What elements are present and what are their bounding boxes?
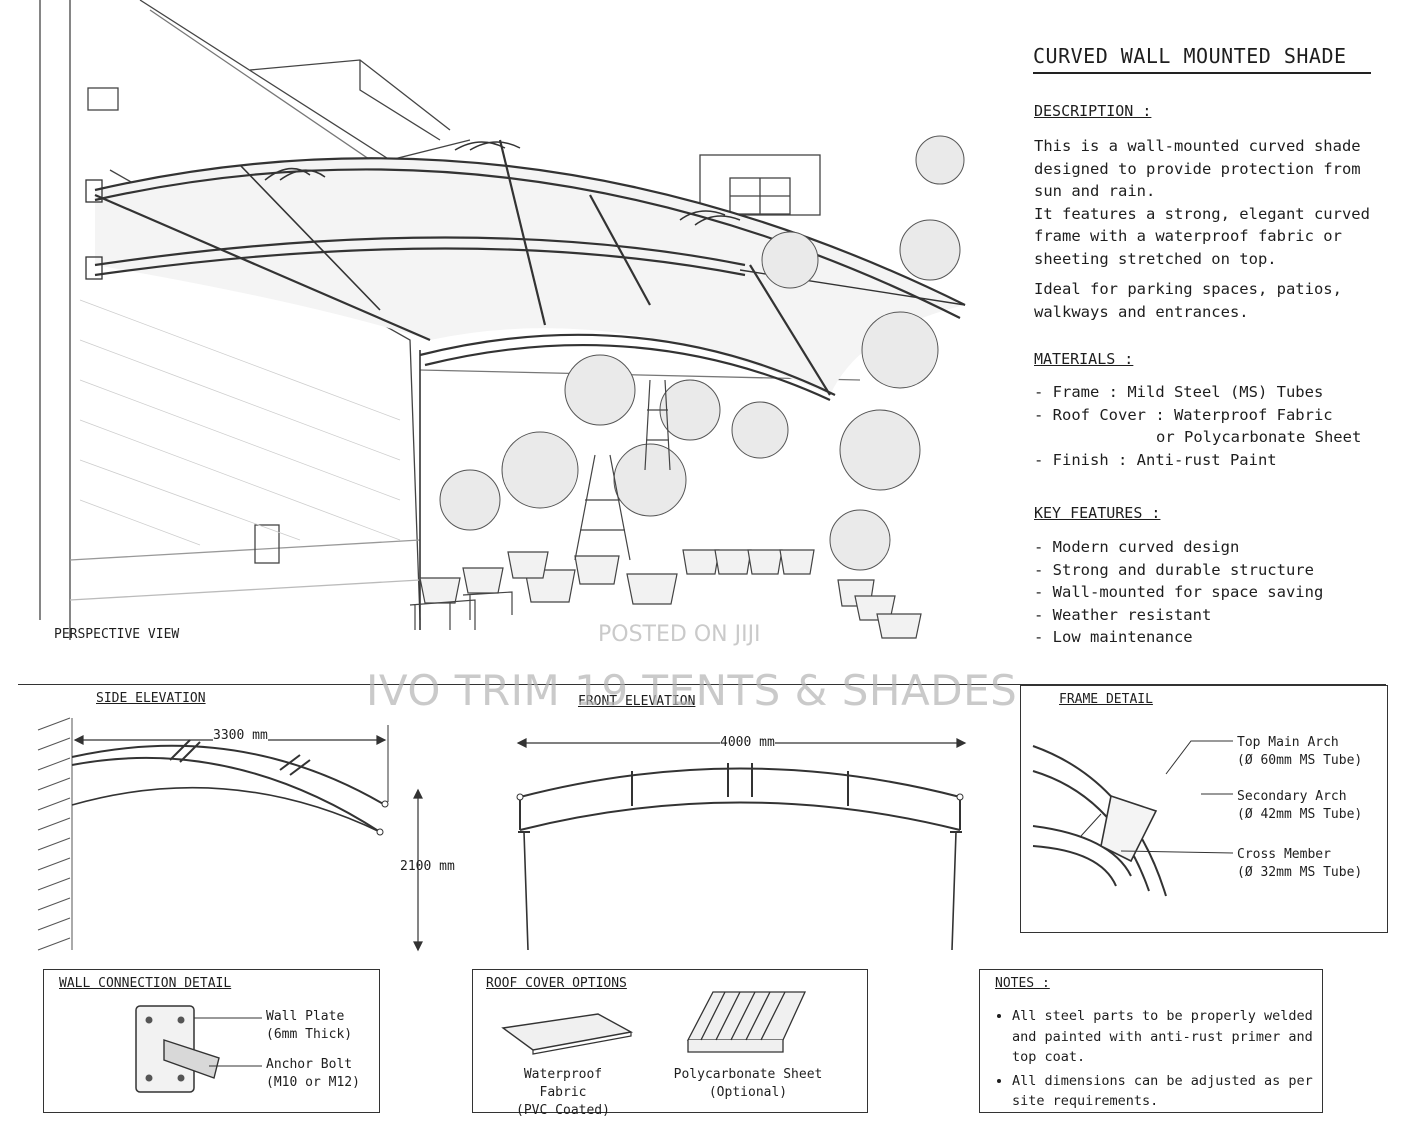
notes-list: All steel parts to be properly welded an…: [994, 1006, 1322, 1115]
frame-detail-title: FRAME DETAIL: [1059, 692, 1153, 707]
features-item: - Wall-mounted for space saving: [1034, 583, 1324, 601]
features-item: - Modern curved design: [1034, 538, 1240, 556]
anchor-bolt-name: Anchor Bolt: [266, 1057, 353, 1072]
frame-detail-box: FRAME DETAIL Top Main Arch (Ø 60mm MS Tu…: [1020, 685, 1388, 933]
side-elevation-title: SIDE ELEVATION: [96, 691, 206, 706]
features-item: - Low maintenance: [1034, 628, 1193, 646]
features-heading: KEY FEATURES :: [1034, 504, 1161, 522]
wall-connection-box: WALL CONNECTION DETAIL Wall Plate (6mm T…: [43, 969, 380, 1113]
side-height-dim: 2100 mm: [400, 859, 455, 874]
description-heading: DESCRIPTION :: [1034, 102, 1152, 120]
perspective-sketch: [39, 0, 966, 640]
notes-box: NOTES : All steel parts to be properly w…: [979, 969, 1323, 1113]
roof-cover-title: ROOF COVER OPTIONS: [486, 976, 627, 991]
roof-option-fabric-name: Waterproof Fabric: [523, 1067, 603, 1100]
frame-label-spec: (Ø 60mm MS Tube): [1237, 753, 1363, 768]
roof-cover-box: ROOF COVER OPTIONS Waterproof Fabric (PV…: [472, 969, 868, 1118]
side-elevation-drawing: [37, 717, 423, 952]
front-elevation-drawing: [516, 738, 967, 951]
wall-plate-name: Wall Plate: [266, 1009, 345, 1024]
description-line: Ideal for parking spaces, patios,: [1034, 280, 1342, 298]
section-divider: [18, 684, 1386, 685]
frame-label-spec: (Ø 32mm MS Tube): [1237, 865, 1363, 880]
frame-label-cross-member: Cross Member (Ø 32mm MS Tube): [1237, 846, 1362, 882]
watermark-posted: POSTED ON JIJI: [598, 622, 761, 647]
description-line: This is a wall-mounted curved shade: [1034, 137, 1361, 155]
frame-detail-drawing: [1032, 740, 1234, 897]
features-item: - Weather resistant: [1034, 605, 1212, 624]
roof-option-fabric-note: (PVC Coated): [516, 1103, 610, 1118]
materials-item: - Frame : Mild Steel (MS) Tubes: [1034, 383, 1324, 401]
wall-connection-title: WALL CONNECTION DETAIL: [59, 976, 232, 991]
materials-list: - Frame : Mild Steel (MS) Tubes - Roof C…: [1034, 381, 1394, 471]
notes-title: NOTES :: [995, 976, 1050, 991]
anchor-bolt-spec: (M10 or M12): [266, 1075, 360, 1090]
wall-plate-drawing: [135, 1005, 262, 1093]
description-line: sheeting stretched on top.: [1034, 249, 1277, 268]
wall-plate-label: Wall Plate (6mm Thick): [266, 1008, 352, 1044]
roof-option-polycarbonate: Polycarbonate Sheet (Optional): [673, 1066, 823, 1102]
side-width-dim: 3300 mm: [213, 728, 268, 743]
description-line: sun and rain.: [1034, 182, 1156, 200]
frame-label-spec: (Ø 42mm MS Tube): [1237, 807, 1363, 822]
description-line: It features a strong, elegant curved: [1034, 204, 1370, 223]
description-line: frame with a waterproof fabric or: [1034, 227, 1342, 245]
front-width-dim: 4000 mm: [720, 735, 775, 750]
wall-plate-spec: (6mm Thick): [266, 1027, 353, 1042]
frame-label-secondary-arch: Secondary Arch (Ø 42mm MS Tube): [1237, 788, 1362, 824]
description-text: This is a wall-mounted curved shade desi…: [1034, 135, 1394, 323]
roof-option-polycarbonate-name: Polycarbonate Sheet: [673, 1067, 823, 1082]
materials-item: or Polycarbonate Sheet: [1156, 428, 1362, 446]
anchor-bolt-label: Anchor Bolt (M10 or M12): [266, 1056, 360, 1092]
roof-option-polycarbonate-note: (Optional): [708, 1085, 788, 1100]
features-list: - Modern curved design - Strong and dura…: [1034, 536, 1394, 649]
materials-item: - Roof Cover : Waterproof Fabric: [1034, 405, 1333, 424]
front-elevation-title: FRONT ELEVATION: [578, 694, 696, 709]
features-item: - Strong and durable structure: [1034, 560, 1314, 579]
roof-option-fabric: Waterproof Fabric (PVC Coated): [503, 1066, 623, 1120]
materials-heading: MATERIALS :: [1034, 350, 1134, 368]
materials-item: - Finish : Anti-rust Paint: [1034, 450, 1277, 469]
frame-label-name: Secondary Arch: [1237, 789, 1347, 804]
note-item: All dimensions can be adjusted as per si…: [1012, 1071, 1322, 1112]
perspective-label: PERSPECTIVE VIEW: [54, 627, 180, 642]
description-line: designed to provide protection from: [1034, 159, 1361, 178]
page-title: CURVED WALL MOUNTED SHADE: [1033, 44, 1371, 74]
watermark-company: IVO TRIM 19 TENTS & SHADES: [366, 666, 1018, 715]
description-line: walkways and entrances.: [1034, 302, 1249, 321]
frame-label-top-arch: Top Main Arch (Ø 60mm MS Tube): [1237, 734, 1362, 770]
note-item: All steel parts to be properly welded an…: [1012, 1006, 1322, 1068]
roof-cover-drawing: [501, 991, 807, 1055]
frame-label-name: Cross Member: [1237, 847, 1331, 862]
frame-label-name: Top Main Arch: [1237, 735, 1339, 750]
